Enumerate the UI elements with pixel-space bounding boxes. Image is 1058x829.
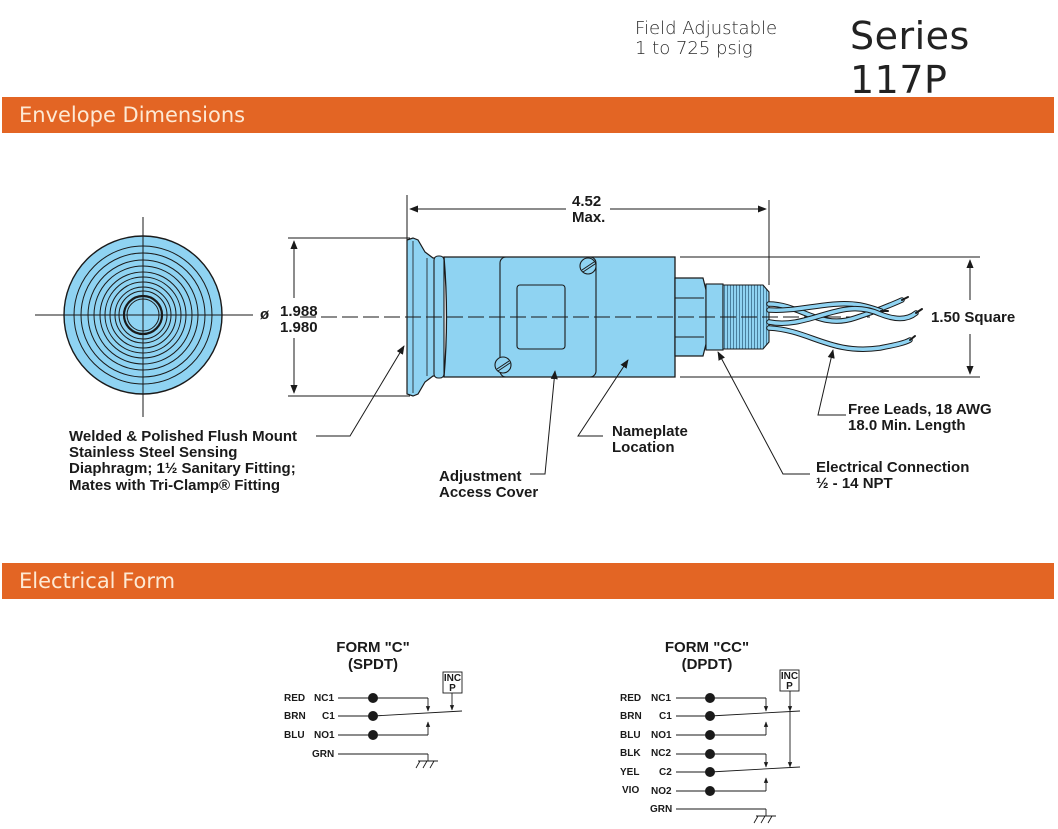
screw-icon [579,257,597,275]
svg-text:Welded & Polished Flush Mount: Welded & Polished Flush Mount [69,428,297,445]
length-value: 4.52 [572,193,601,210]
inc-p-box [779,669,800,692]
svg-text:Mates with Tri-Clamp® Fitting: Mates with Tri-Clamp® Fitting [69,477,280,494]
svg-text:Stainless Steel Sensing: Stainless Steel Sensing [69,444,237,461]
end-view [35,217,253,417]
diameter-min: 1.980 [280,319,318,336]
header-subtitle: Field Adjustable 1 to 725 psig [635,19,777,59]
svg-text:Access Cover: Access Cover [439,484,538,501]
callout-diaphragm: Welded & Polished Flush Mount Stainless … [69,428,297,494]
section-header-electrical: Electrical Form [2,563,1054,599]
form-cc-title: FORM "CC" [665,639,749,656]
form-c-title: FORM "C" [336,639,409,656]
svg-text:NC1: NC1 [651,693,671,704]
svg-text:VIO: VIO [622,785,639,796]
side-view [300,237,870,397]
svg-text:NO2: NO2 [651,786,672,797]
screw-icon [494,356,512,374]
svg-text:Adjustment: Adjustment [439,468,522,485]
svg-text:BRN: BRN [620,711,642,722]
terminal-dot [705,693,715,703]
svg-text:Electrical Connection: Electrical Connection [816,459,969,476]
svg-text:Free Leads, 18 AWG: Free Leads, 18 AWG [848,401,992,418]
svg-text:GRN: GRN [312,749,334,760]
svg-text:C1: C1 [659,711,672,722]
svg-text:18.0 Min. Length: 18.0 Min. Length [848,417,966,434]
svg-text:BLU: BLU [620,730,641,741]
svg-text:NO1: NO1 [314,730,335,741]
subtitle-line-2: 1 to 725 psig [635,38,753,59]
inc-p-box [442,671,463,694]
form-c-schematic: FORM "C" (SPDT) INC P RED NC1 BRN C1 BLU… [284,639,463,769]
svg-text:RED: RED [620,693,641,704]
callout-leaders [316,345,846,475]
svg-text:GRN: GRN [650,804,672,815]
terminal-dot [705,786,715,796]
svg-text:C2: C2 [659,767,672,778]
svg-text:NC1: NC1 [314,693,334,704]
svg-text:Nameplate: Nameplate [612,423,688,440]
section-header-envelope: Envelope Dimensions [2,97,1054,133]
diameter-max: 1.988 [280,303,318,320]
terminal-dot [368,730,378,740]
svg-text:Location: Location [612,439,675,456]
svg-text:INC: INC [781,671,798,682]
svg-text:YEL: YEL [620,767,639,778]
terminal-dot [705,767,715,777]
svg-text:P: P [449,683,456,694]
page-title: Series 117P [850,14,970,102]
svg-text:NO1: NO1 [651,730,672,741]
callout-leads: Free Leads, 18 AWG 18.0 Min. Length [848,401,992,434]
length-dimension: 4.52 Max. [406,193,770,285]
svg-text:½ - 14 NPT: ½ - 14 NPT [816,475,893,492]
diameter-dimension: ø 1.988 1.980 [260,237,410,397]
form-c-subtitle: (SPDT) [348,656,398,673]
terminal-dot [705,711,715,721]
terminal-dot [705,749,715,759]
svg-text:RED: RED [284,693,305,704]
square-dimension: 1.50 Square [680,256,1015,378]
svg-text:BLU: BLU [284,730,305,741]
form-cc-schematic: FORM "CC" (DPDT) INC P RED NC1 BRN C1 BL… [620,639,801,824]
callout-adjustment: Adjustment Access Cover [439,468,538,501]
svg-text:INC: INC [444,673,461,684]
svg-text:C1: C1 [322,711,335,722]
terminal-dot [368,693,378,703]
free-leads [766,296,923,352]
square-dimension-label: 1.50 Square [931,309,1015,326]
callout-nameplate: Nameplate Location [612,423,688,456]
callout-connection: Electrical Connection ½ - 14 NPT [816,459,969,492]
svg-text:Diaphragm; 1½ Sanitary Fitting: Diaphragm; 1½ Sanitary Fitting; [69,460,296,477]
form-cc-subtitle: (DPDT) [682,656,733,673]
terminal-dot [368,711,378,721]
subtitle-line-1: Field Adjustable [635,18,778,39]
length-note: Max. [572,209,605,226]
diameter-symbol: ø [260,306,270,323]
terminal-dot [705,730,715,740]
ground-icon [415,754,438,769]
ground-icon [753,809,776,824]
svg-text:BLK: BLK [620,748,641,759]
svg-text:NC2: NC2 [651,748,671,759]
svg-text:P: P [786,681,793,692]
svg-text:BRN: BRN [284,711,306,722]
